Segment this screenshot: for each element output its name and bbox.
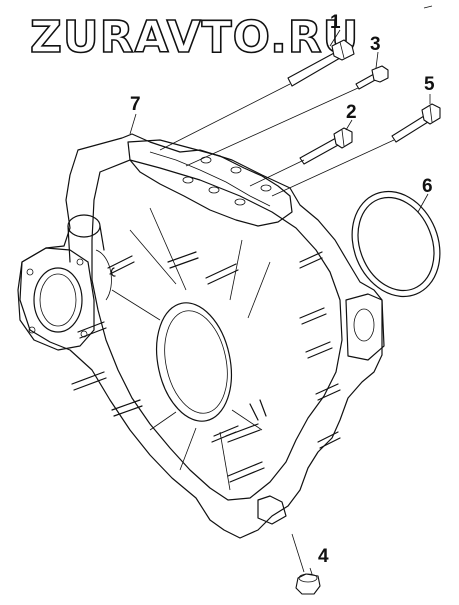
callout-6: 6 xyxy=(422,176,433,197)
drain-plug-4 xyxy=(295,573,321,595)
flywheel-housing xyxy=(17,133,385,539)
watermark-logo: ZURAVTO.RU xyxy=(30,12,359,63)
callout-labels: 1 2 3 4 5 6 7 xyxy=(130,12,435,567)
seal-ring-6 xyxy=(351,190,441,298)
bolt-2 xyxy=(299,127,353,165)
leader-lines xyxy=(129,29,431,575)
corner-mark xyxy=(423,5,433,9)
callout-7: 7 xyxy=(130,94,141,115)
bolt-1 xyxy=(287,39,355,87)
callout-5: 5 xyxy=(424,74,435,95)
callout-2: 2 xyxy=(346,102,357,123)
callout-4: 4 xyxy=(318,546,329,567)
callout-1: 1 xyxy=(330,12,341,33)
bolt-3 xyxy=(355,65,389,90)
bolt-5 xyxy=(391,103,441,143)
callout-3: 3 xyxy=(370,34,381,55)
housing-studs xyxy=(71,251,341,483)
